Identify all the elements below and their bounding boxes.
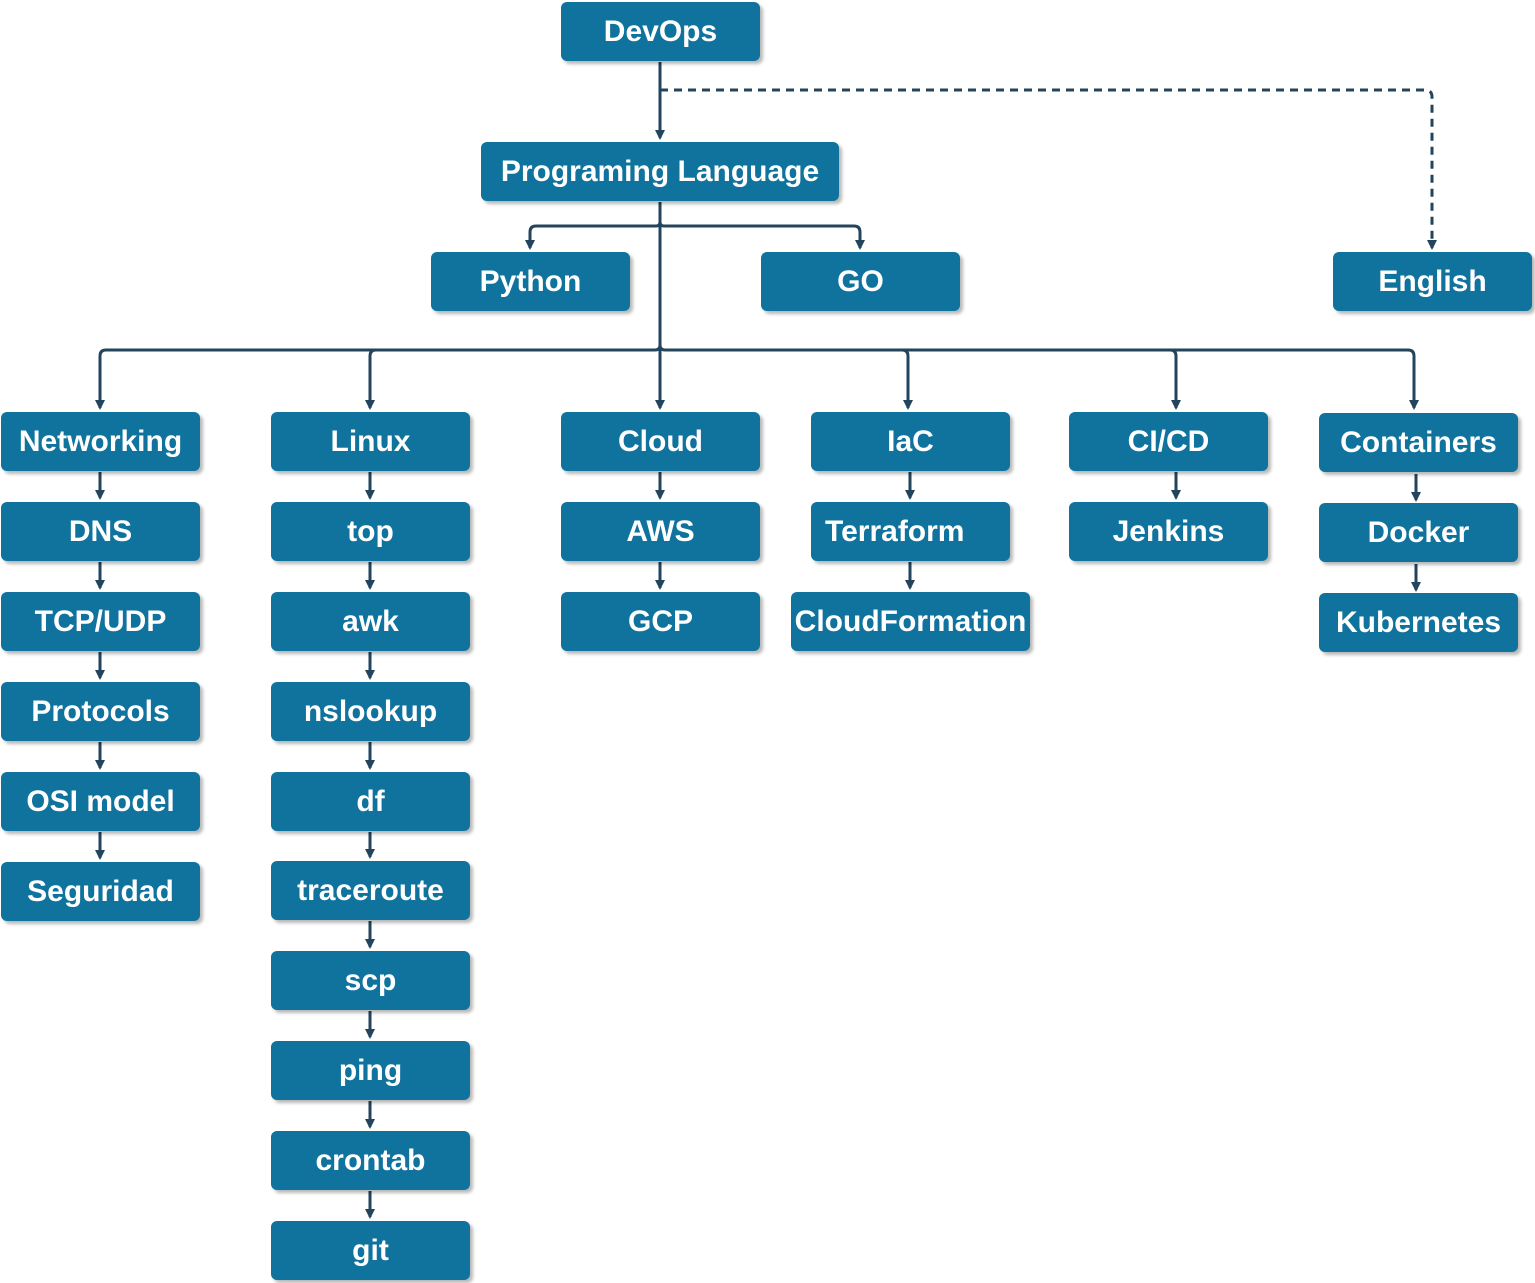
node-gcp[interactable]: GCP: [561, 592, 760, 651]
node-devops[interactable]: DevOps: [561, 2, 760, 61]
edge-programming-python: [525, 202, 662, 250]
node-awk[interactable]: awk: [271, 592, 470, 651]
node-containers[interactable]: Containers: [1319, 413, 1518, 472]
node-ping[interactable]: ping: [271, 1041, 470, 1100]
node-kubernetes[interactable]: Kubernetes: [1319, 593, 1518, 652]
node-nslookup[interactable]: nslookup: [271, 682, 470, 741]
node-python[interactable]: Python: [431, 252, 630, 311]
edge-programming-linux: [365, 348, 377, 410]
node-cloudformation[interactable]: CloudFormation: [791, 592, 1030, 651]
edge-devops-english: [660, 88, 1437, 250]
node-networking[interactable]: Networking: [1, 412, 200, 471]
node-df[interactable]: df: [271, 772, 470, 831]
node-dns[interactable]: DNS: [1, 502, 200, 561]
node-programming-language[interactable]: Programing Language: [481, 142, 839, 201]
node-go[interactable]: GO: [761, 252, 960, 311]
node-aws[interactable]: AWS: [561, 502, 760, 561]
node-traceroute[interactable]: traceroute: [271, 861, 470, 920]
edge-programming-cicd: [902, 348, 1181, 410]
node-crontab[interactable]: crontab: [271, 1131, 470, 1190]
edge-programming-go: [658, 221, 865, 250]
node-jenkins[interactable]: Jenkins: [1069, 502, 1268, 561]
node-linux[interactable]: Linux: [271, 412, 470, 471]
node-scp[interactable]: scp: [271, 951, 470, 1010]
edge-programming-containers: [1170, 348, 1419, 410]
node-ci-cd[interactable]: CI/CD: [1069, 412, 1268, 471]
node-english[interactable]: English: [1333, 252, 1532, 311]
node-cloud[interactable]: Cloud: [561, 412, 760, 471]
node-protocols[interactable]: Protocols: [1, 682, 200, 741]
edge-programming-iac: [658, 344, 913, 410]
node-osi-model[interactable]: OSI model: [1, 772, 200, 831]
edge-programming-networking: [95, 344, 662, 410]
node-git[interactable]: git: [271, 1221, 470, 1280]
node-seguridad[interactable]: Seguridad: [1, 862, 200, 921]
node-tcp-udp[interactable]: TCP/UDP: [1, 592, 200, 651]
node-iac[interactable]: IaC: [811, 412, 1010, 471]
node-terraform[interactable]: Terraform: [811, 502, 1010, 561]
node-top[interactable]: top: [271, 502, 470, 561]
node-docker[interactable]: Docker: [1319, 503, 1518, 562]
